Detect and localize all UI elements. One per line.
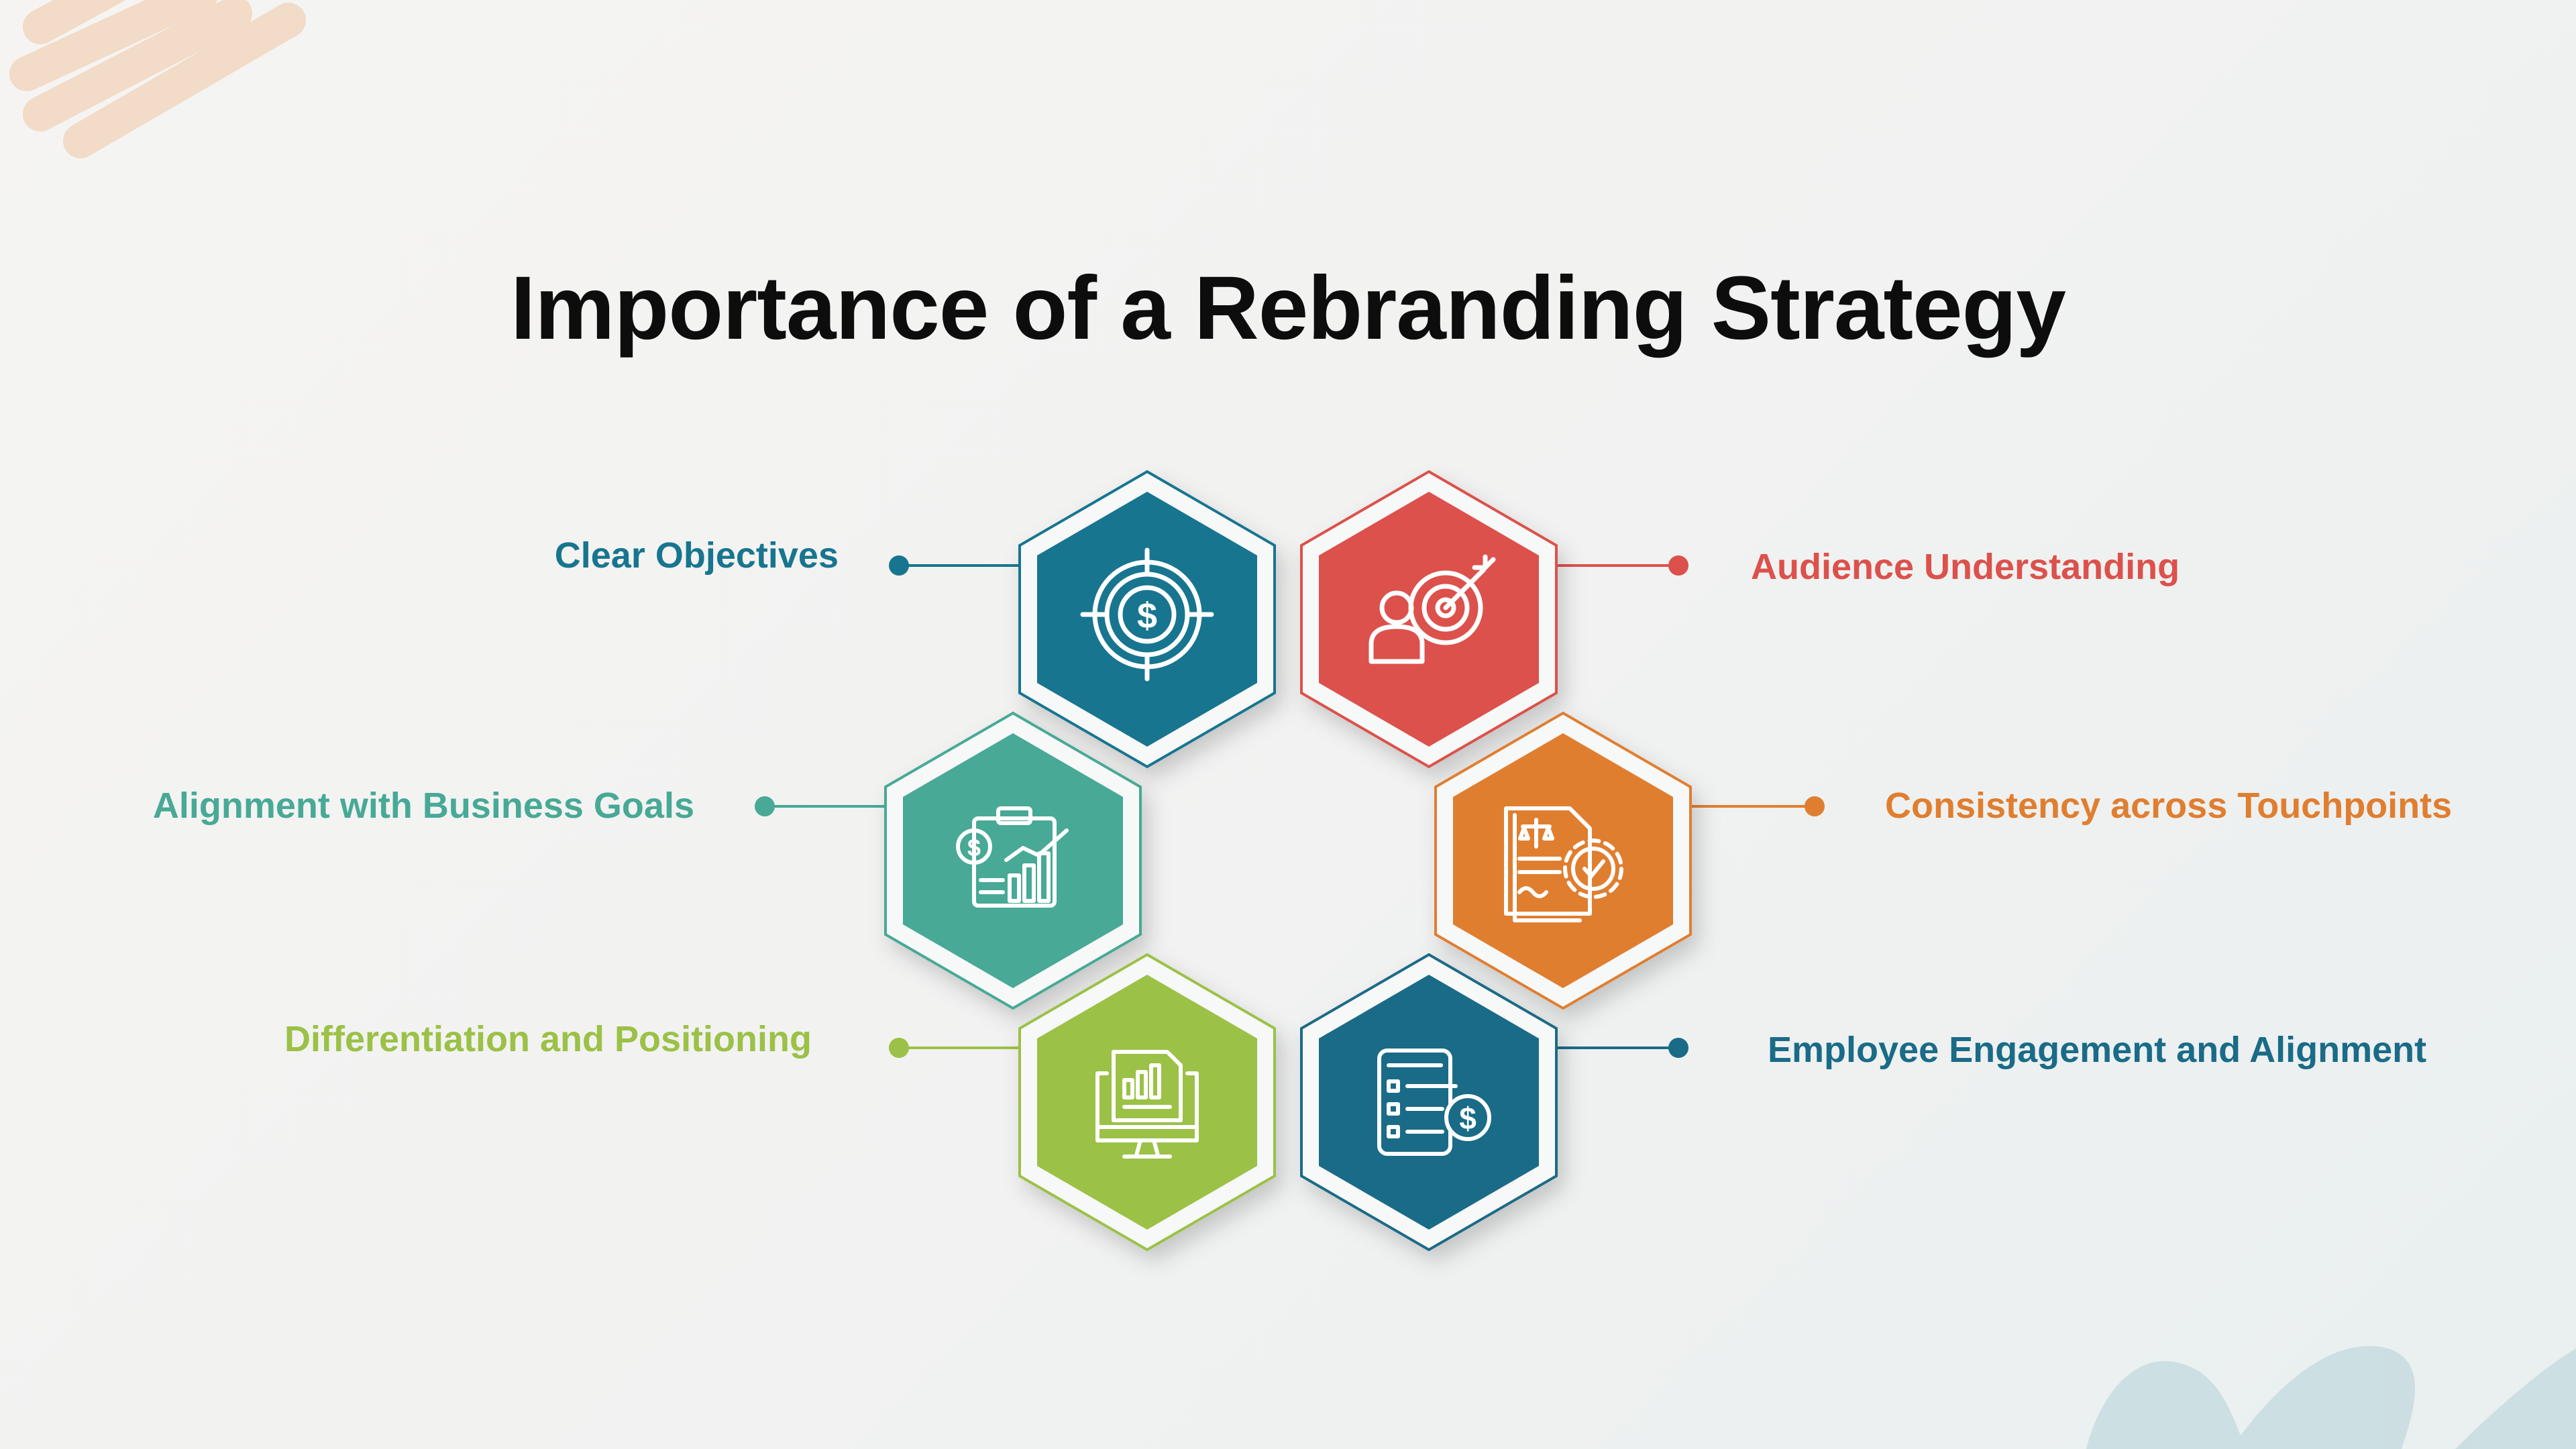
item-consistency-touchpoints — [1434, 711, 1825, 1010]
target-dollar-icon: $ — [1080, 547, 1214, 682]
connector-dot-audience-understanding — [1668, 555, 1688, 576]
label-alignment-business-goals: Alignment with Business Goals — [152, 786, 694, 826]
hexagon-fill-differentiation-positioning — [1037, 975, 1257, 1230]
connector-dot-employee-engagement — [1668, 1038, 1688, 1058]
label-audience-understanding: Audience Understanding — [1751, 547, 2180, 587]
connector-dot-consistency-touchpoints — [1805, 796, 1825, 816]
hexagon-fill-consistency-touchpoints — [1453, 733, 1673, 988]
item-employee-engagement: $ — [1300, 953, 1688, 1252]
label-differentiation-positioning: Differentiation and Positioning — [284, 1019, 812, 1059]
hexagon-fill-alignment-business-goals — [903, 733, 1123, 988]
svg-text:$: $ — [967, 834, 981, 861]
hexagon-fill-clear-objectives — [1037, 492, 1257, 747]
connector-dot-clear-objectives — [889, 555, 909, 576]
label-consistency-touchpoints: Consistency across Touchpoints — [1885, 786, 2453, 826]
connector-dot-alignment-business-goals — [755, 796, 775, 816]
brush-stroke-orange — [9, 0, 306, 158]
item-audience-understanding — [1300, 470, 1688, 769]
svg-text:$: $ — [1137, 596, 1157, 636]
connector-dot-differentiation-positioning — [889, 1038, 909, 1058]
page-title: Importance of a Rebranding Strategy — [511, 258, 2066, 358]
person-target-icon — [1368, 554, 1496, 664]
item-clear-objectives: $ — [889, 470, 1276, 769]
svg-text:$: $ — [1459, 1101, 1477, 1136]
label-employee-engagement: Employee Engagement and Alignment — [1768, 1030, 2427, 1070]
label-clear-objectives: Clear Objectives — [554, 535, 839, 576]
financial-report-icon: $ — [956, 806, 1069, 908]
legal-document-gear-icon — [1504, 806, 1623, 922]
monitor-report-icon — [1095, 1050, 1199, 1159]
hexagon-fill-employee-engagement — [1319, 975, 1539, 1230]
item-alignment-business-goals: $ — [755, 711, 1142, 1010]
checklist-dollar-icon: $ — [1377, 1049, 1491, 1156]
brush-stroke-blue — [2086, 1346, 2576, 1449]
item-differentiation-positioning — [889, 953, 1276, 1252]
